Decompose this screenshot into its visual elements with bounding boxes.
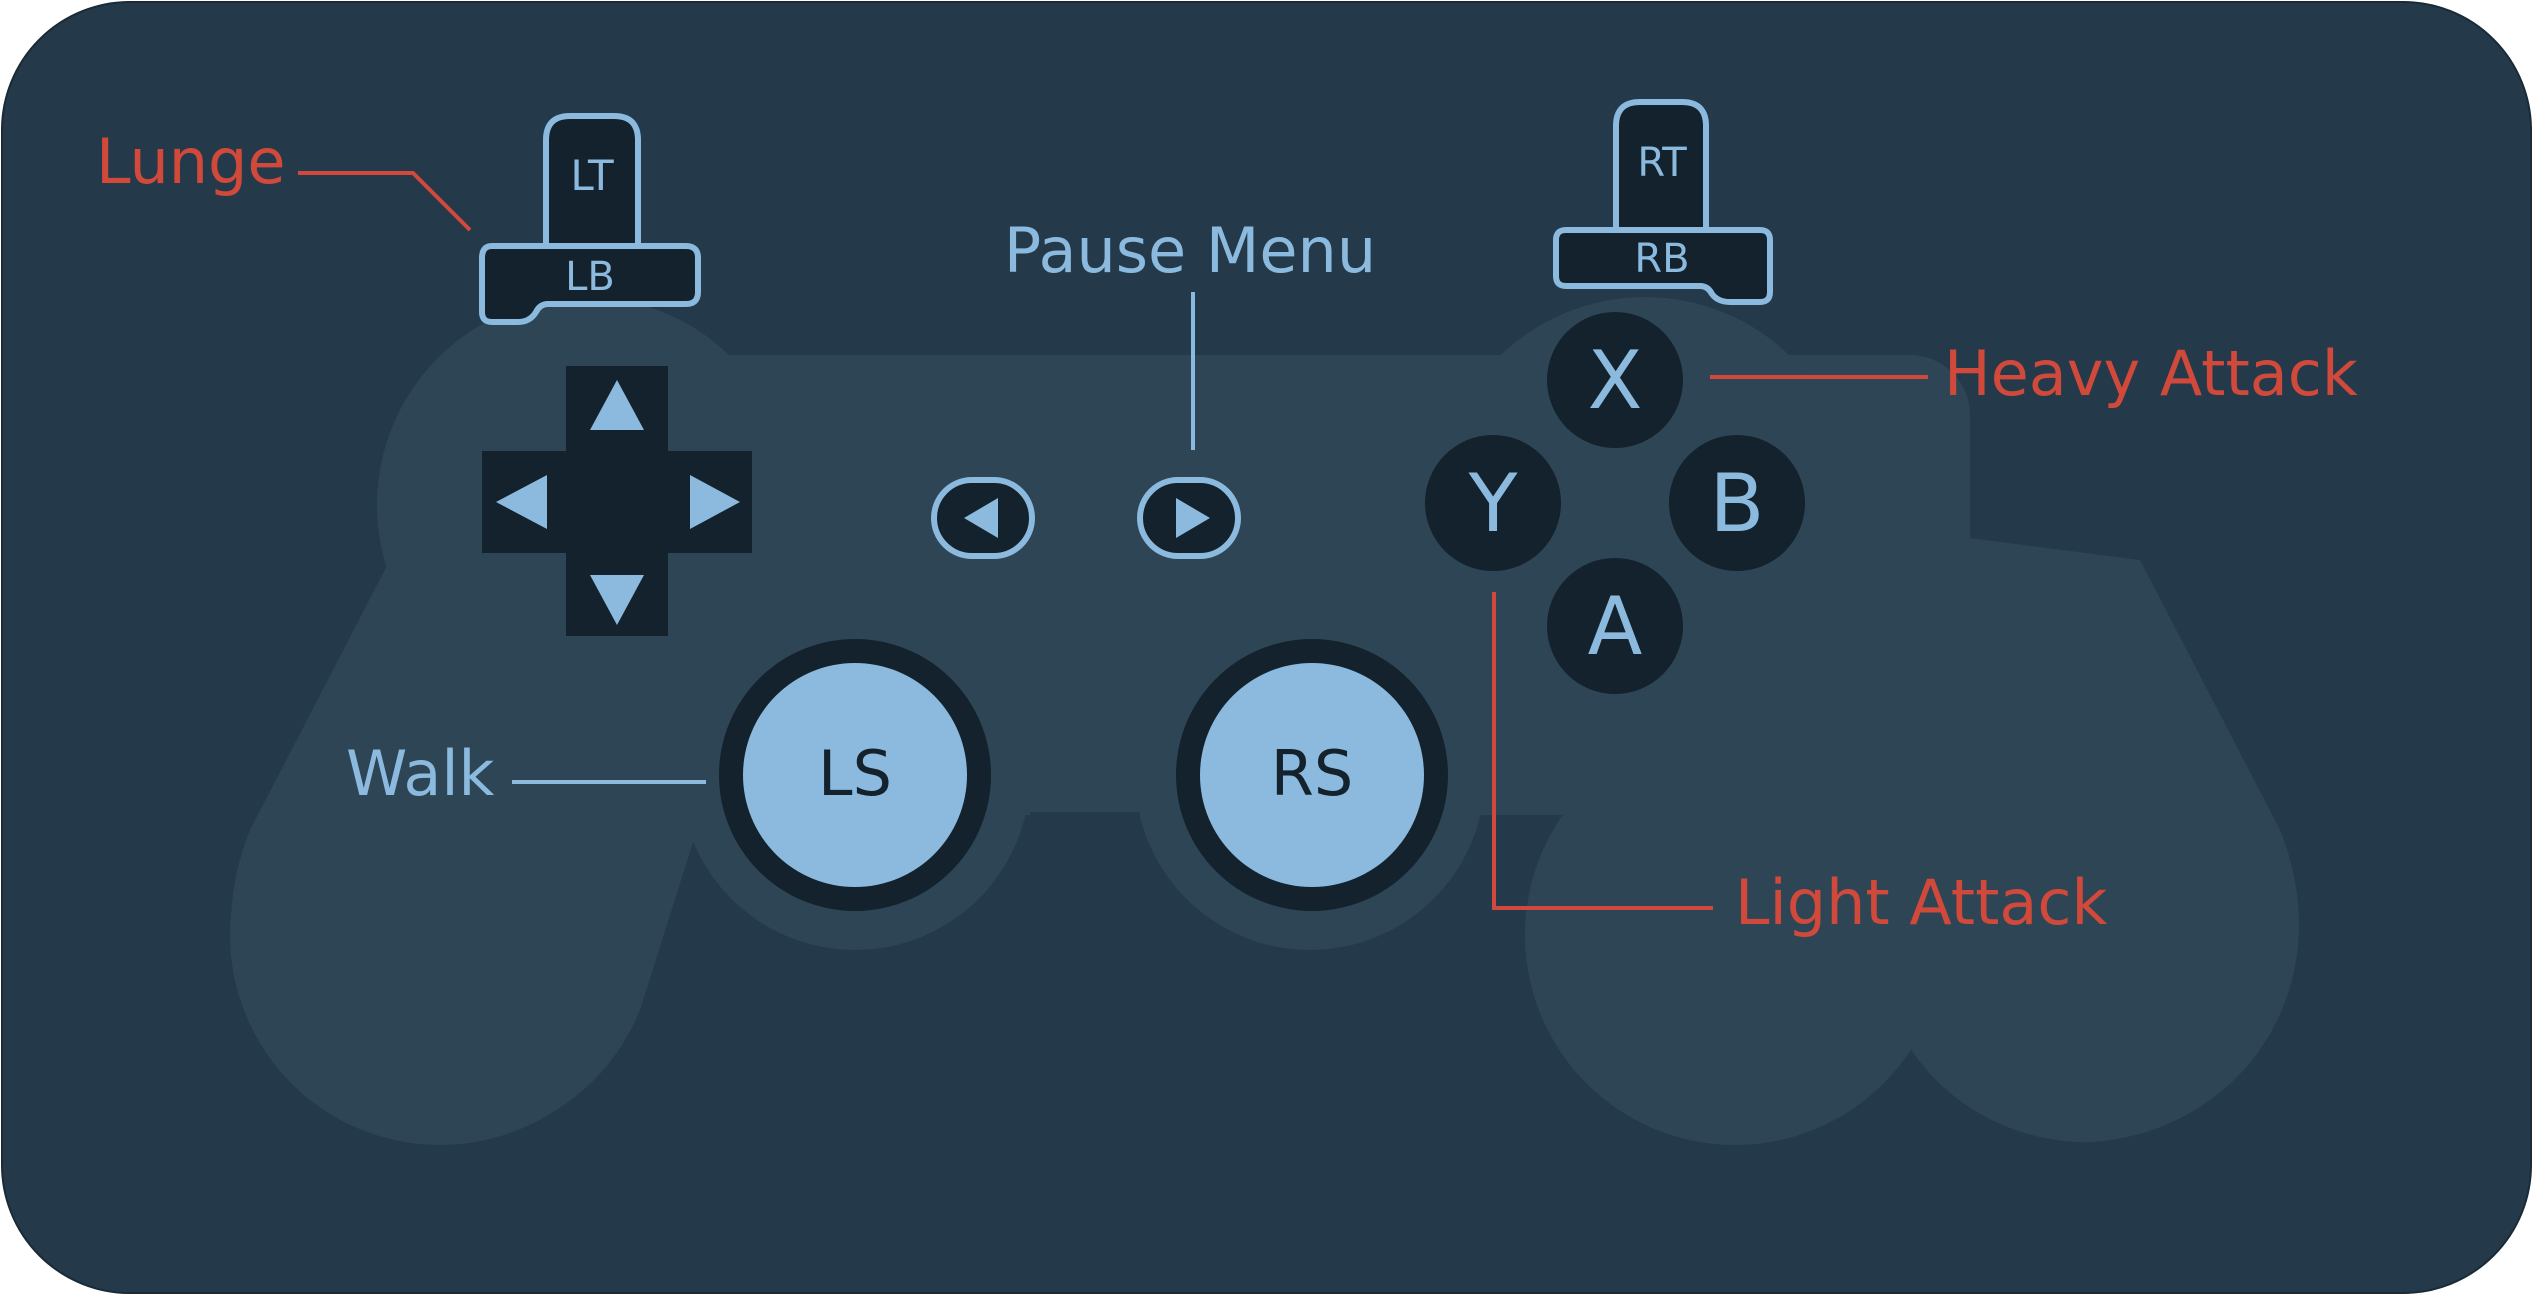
rt-label: RT: [1637, 140, 1687, 186]
lunge-label: Lunge: [96, 125, 286, 198]
dpad[interactable]: [482, 366, 752, 636]
controller-notch: [1030, 812, 1140, 852]
rs-label: RS: [1271, 737, 1353, 810]
pause-menu-label: Pause Menu: [1004, 214, 1376, 287]
x-button[interactable]: X: [1547, 312, 1683, 448]
b-button[interactable]: B: [1669, 435, 1805, 571]
dpad-down-icon[interactable]: [590, 575, 644, 625]
start-button-icon: [1176, 498, 1210, 538]
b-button-label: B: [1710, 457, 1765, 550]
left-stick[interactable]: LS: [719, 639, 991, 911]
lt-trigger[interactable]: LT: [543, 113, 641, 249]
light-attack-leader-line: [1492, 592, 1713, 910]
rb-label: RB: [1634, 236, 1689, 282]
lunge-leader-line: [298, 171, 472, 232]
lb-label: LB: [565, 254, 615, 300]
dpad-left-icon[interactable]: [496, 475, 547, 529]
y-button[interactable]: Y: [1425, 435, 1561, 571]
dpad-up-icon[interactable]: [590, 380, 644, 430]
right-stick[interactable]: RS: [1176, 639, 1448, 911]
heavy-attack-label: Heavy Attack: [1944, 337, 2358, 410]
rb-bumper[interactable]: RB: [1553, 227, 1773, 305]
lb-bumper[interactable]: LB: [479, 243, 701, 325]
x-button-label: X: [1588, 334, 1643, 427]
start-button[interactable]: [1137, 477, 1241, 559]
walk-label: Walk: [346, 737, 495, 810]
a-button[interactable]: A: [1547, 558, 1683, 694]
rt-trigger[interactable]: RT: [1613, 99, 1709, 233]
lt-label: LT: [570, 151, 614, 200]
y-button-label: Y: [1468, 457, 1519, 550]
ls-label: LS: [818, 737, 892, 810]
a-button-label: A: [1588, 580, 1643, 673]
back-button[interactable]: [931, 477, 1035, 559]
dpad-right-icon[interactable]: [690, 475, 740, 529]
back-button-icon: [964, 498, 998, 538]
light-attack-label: Light Attack: [1735, 866, 2107, 939]
